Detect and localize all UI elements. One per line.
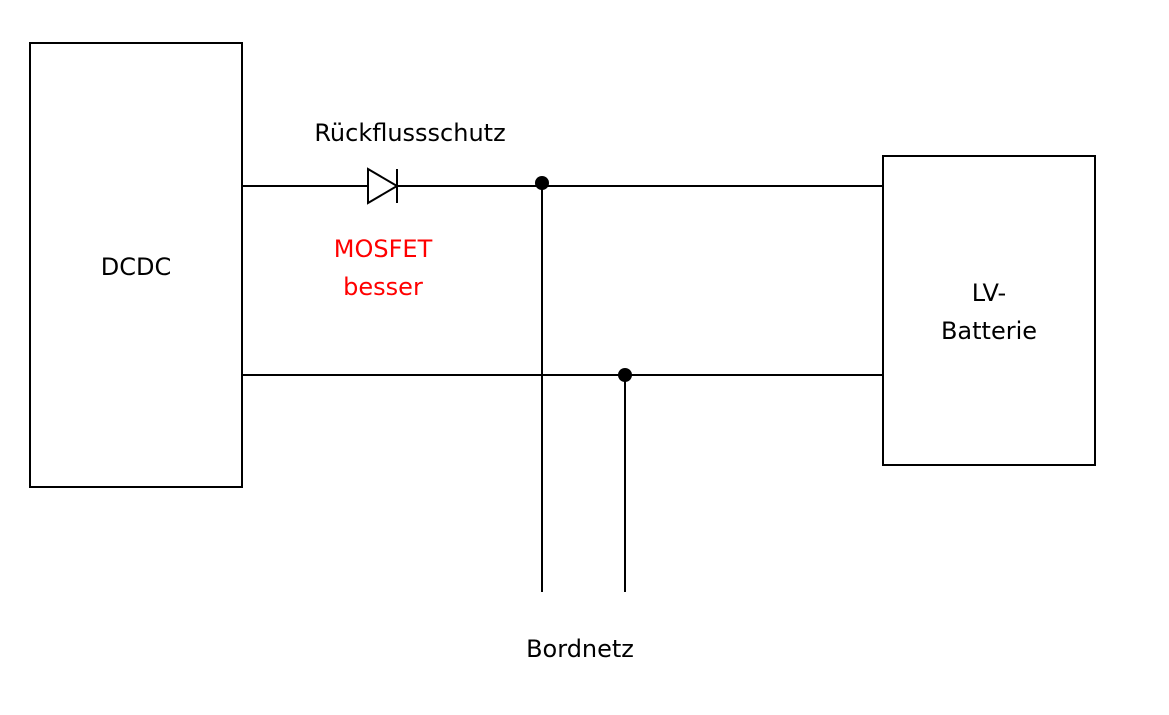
mosfet-note-line1: MOSFET	[333, 235, 433, 263]
mosfet-note-line2: besser	[343, 273, 423, 301]
diode-symbol	[367, 167, 399, 205]
diode-triangle	[367, 167, 399, 205]
lower-junction-dot	[618, 368, 632, 382]
upper-junction-dot	[535, 176, 549, 190]
battery-label-line1: LV-	[971, 279, 1007, 307]
dcdc-label: DCDC	[100, 253, 172, 281]
battery-label-line2: Batterie	[940, 317, 1038, 345]
battery-block	[882, 155, 1096, 466]
diode-label: Rückflussschutz	[314, 119, 506, 147]
bordnetz-label: Bordnetz	[526, 635, 634, 663]
dcdc-block	[29, 42, 243, 488]
